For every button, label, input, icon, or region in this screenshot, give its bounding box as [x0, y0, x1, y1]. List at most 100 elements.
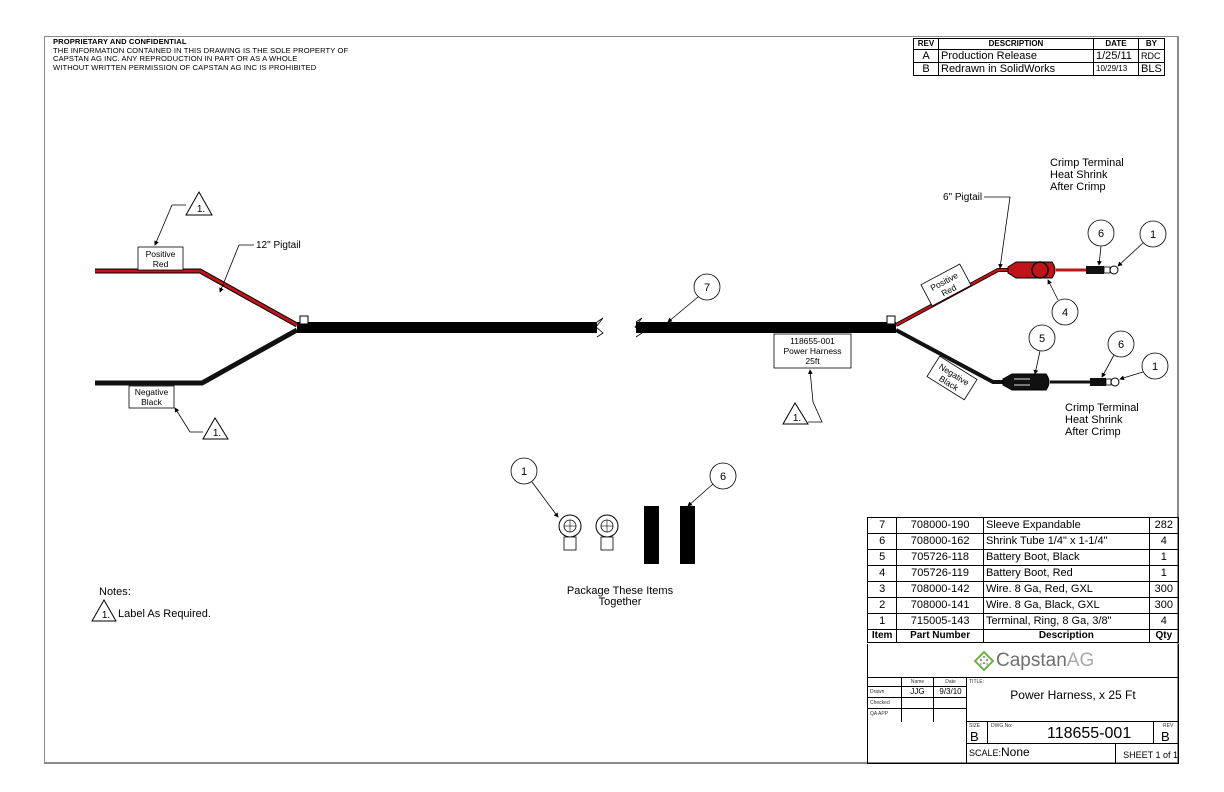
size-label: SIZE [969, 723, 981, 729]
harness-tag-line2: Power Harness [783, 346, 841, 356]
sign-date: 9/3/10 [939, 687, 962, 696]
bom-description: Terminal, Ring, 8 Ga, 3/8" [982, 613, 1150, 630]
sleeve-right [636, 322, 896, 333]
proprietary-line: CAPSTAN AG INC. ANY REPRODUCTION IN PART… [53, 54, 298, 64]
proprietary-notice: PROPRIETARY AND CONFIDENTIAL THE INFORMA… [53, 37, 349, 72]
bom-part-number: 708000-162 [896, 533, 984, 550]
battery-boot-red [1007, 261, 1056, 279]
bom-item: 4 [866, 565, 898, 582]
sign-role: Drawn [870, 689, 885, 695]
bom-item: 6 [866, 533, 898, 550]
svg-text:6: 6 [1118, 339, 1124, 351]
dwg-number: 118655-001 [1047, 725, 1132, 742]
svg-text:4: 4 [1062, 307, 1068, 319]
revision-row: B Redrawn in SolidWorks 10/29/13 BLS [913, 62, 1165, 76]
sign-header-date: Date [945, 679, 956, 685]
size-cell: SIZE B [967, 722, 988, 744]
rev-cell: REV B [1153, 722, 1179, 744]
positive-wire-left [95, 268, 299, 328]
leader-pigtail-right [984, 196, 1011, 269]
label-negative-left-line2: Black [141, 397, 163, 407]
bom-qty: 4 [1148, 533, 1180, 550]
label-positive-left-line2: Red [153, 259, 169, 269]
bom-item: 7 [866, 517, 898, 534]
note-flag-icon: 1. [782, 369, 823, 425]
shrink-tube-top [1086, 266, 1104, 274]
harness-tag-line1: 118655-001 [790, 336, 835, 346]
sign-role: Checked [870, 700, 890, 706]
title-label: TITLE: [969, 679, 985, 685]
sheet-number: SHEET 1 of 1 [1123, 750, 1178, 760]
svg-text:5: 5 [1039, 333, 1045, 345]
svg-text:1: 1 [1150, 229, 1156, 241]
bom-part-number: 708000-190 [896, 517, 984, 534]
svg-text:After Crimp: After Crimp [1065, 426, 1121, 438]
harness-tag-line3: 25ft [805, 356, 820, 366]
svg-text:After Crimp: After Crimp [1050, 181, 1106, 193]
negative-wire-right [895, 328, 1005, 384]
notes-title: Notes: [99, 586, 131, 598]
ring-terminal-bottom [1110, 377, 1120, 387]
sign-role: QA APP [870, 711, 889, 717]
capstan-diamond-icon [974, 651, 994, 671]
sleeve-left [297, 322, 597, 333]
ring-terminal-top [1109, 265, 1119, 275]
terminal-barrel-top [1103, 266, 1111, 274]
bom-header-item: Item [866, 629, 898, 643]
scale-value: None [1001, 745, 1030, 759]
bom-item: 1 [866, 613, 898, 630]
negative-wire-left [95, 327, 299, 386]
note-flag-icon: 1. [154, 190, 213, 246]
bom-part-number: 708000-141 [896, 597, 984, 614]
sign-header-name: Name [910, 679, 925, 685]
battery-boot-black [1002, 373, 1050, 391]
note-flag-icon: 1. [174, 407, 229, 440]
bom-header-description: Description [982, 629, 1150, 643]
svg-text:7: 7 [704, 282, 710, 294]
bom-description: Shrink Tube 1/4" x 1-1/4" [982, 533, 1150, 550]
proprietary-heading: PROPRIETARY AND CONFIDENTIAL [53, 37, 187, 46]
label-negative-left: Negative Black [128, 385, 175, 409]
svg-text:Heat Shrink: Heat Shrink [1065, 414, 1123, 426]
package-note-line1: Package These Items [566, 585, 674, 597]
bom-qty: 282 [1148, 517, 1180, 534]
drawing-title: Power Harness, x 25 Ft [1010, 688, 1136, 702]
bom-qty: 4 [1148, 613, 1180, 630]
note-flag-text: 1. [197, 204, 205, 215]
svg-text:Crimp Terminal: Crimp Terminal [1050, 157, 1124, 169]
note-flag-text: 1. [213, 428, 221, 439]
ring-terminal-loose [558, 514, 582, 551]
shrink-tube-bottom [1090, 378, 1106, 386]
revision-row: A Production Release 1/25/11 RDC [913, 49, 1165, 63]
dwg-label: DWG No: [991, 723, 1013, 729]
sign-name: JJG [910, 687, 925, 696]
date-cell: 10/29/13 [1093, 62, 1139, 76]
label-negative-left-line1: Negative [135, 387, 169, 397]
balloon-item-6: 6 [1087, 219, 1115, 266]
bom-part-number: 705726-119 [896, 565, 984, 582]
bom-part-number: 708000-142 [896, 581, 984, 598]
pigtail-right-label: 6" Pigtail [943, 192, 982, 203]
crimp-note-top: Crimp Terminal Heat Shrink After Crimp [1050, 157, 1124, 193]
note-flag-text: 1. [793, 413, 801, 424]
label-negative-right: Negative Black [926, 355, 978, 401]
signature-grid: Name Date Drawn JJG 9/3/10 Checked QA AP… [868, 678, 967, 722]
title-cell: TITLE: Power Harness, x 25 Ft [967, 678, 1179, 722]
balloon-item-4: 4 [1047, 279, 1079, 326]
svg-text:1: 1 [521, 466, 527, 478]
bom-part-number: 715005-143 [896, 613, 984, 630]
logo-text-ag: AG [1066, 650, 1095, 671]
svg-text:1.: 1. [102, 610, 110, 621]
terminal-barrel-bottom [1105, 378, 1112, 386]
proprietary-line: THE INFORMATION CONTAINED IN THIS DRAWIN… [53, 45, 349, 55]
by-cell: BLS [1138, 62, 1165, 76]
bom-qty: 300 [1148, 581, 1180, 598]
dwg-row: SIZE B DWG No: 118655-001 REV B [967, 722, 1179, 744]
